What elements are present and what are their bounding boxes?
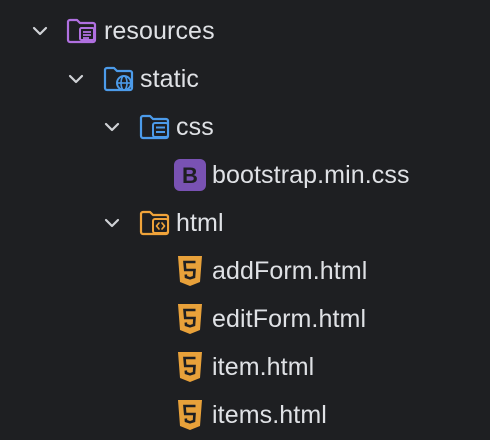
resources-folder-icon	[66, 15, 98, 47]
tree-node-label: item.html	[212, 353, 315, 381]
tree-node-resources[interactable]: resources	[0, 7, 490, 55]
tree-file-editform[interactable]: editForm.html	[0, 295, 490, 343]
tree-node-html[interactable]: html	[0, 199, 490, 247]
tree-node-label: html	[176, 209, 224, 237]
tree-node-css[interactable]: css	[0, 103, 490, 151]
tree-node-label: static	[140, 65, 199, 93]
html-folder-icon	[139, 207, 171, 239]
tree-file-item[interactable]: item.html	[0, 343, 490, 391]
html5-icon	[174, 255, 206, 287]
tree-file-bootstrap[interactable]: B bootstrap.min.css	[0, 151, 490, 199]
html5-icon	[174, 351, 206, 383]
css-folder-icon	[139, 111, 171, 143]
svg-text:B: B	[182, 163, 198, 188]
chevron-down-icon[interactable]	[64, 67, 88, 91]
chevron-down-icon[interactable]	[28, 19, 52, 43]
html5-icon	[174, 303, 206, 335]
tree-file-items[interactable]: items.html	[0, 391, 490, 439]
bootstrap-icon: B	[174, 159, 206, 191]
chevron-down-icon[interactable]	[100, 211, 124, 235]
tree-node-label: css	[176, 113, 214, 141]
tree-node-label: bootstrap.min.css	[212, 161, 410, 189]
tree-node-label: items.html	[212, 401, 327, 429]
tree-file-addform[interactable]: addForm.html	[0, 247, 490, 295]
web-folder-icon	[103, 63, 135, 95]
html5-icon	[174, 399, 206, 431]
tree-node-label: editForm.html	[212, 305, 367, 333]
tree-node-static[interactable]: static	[0, 55, 490, 103]
tree-node-label: resources	[104, 17, 215, 45]
tree-node-label: addForm.html	[212, 257, 368, 285]
chevron-down-icon[interactable]	[100, 115, 124, 139]
